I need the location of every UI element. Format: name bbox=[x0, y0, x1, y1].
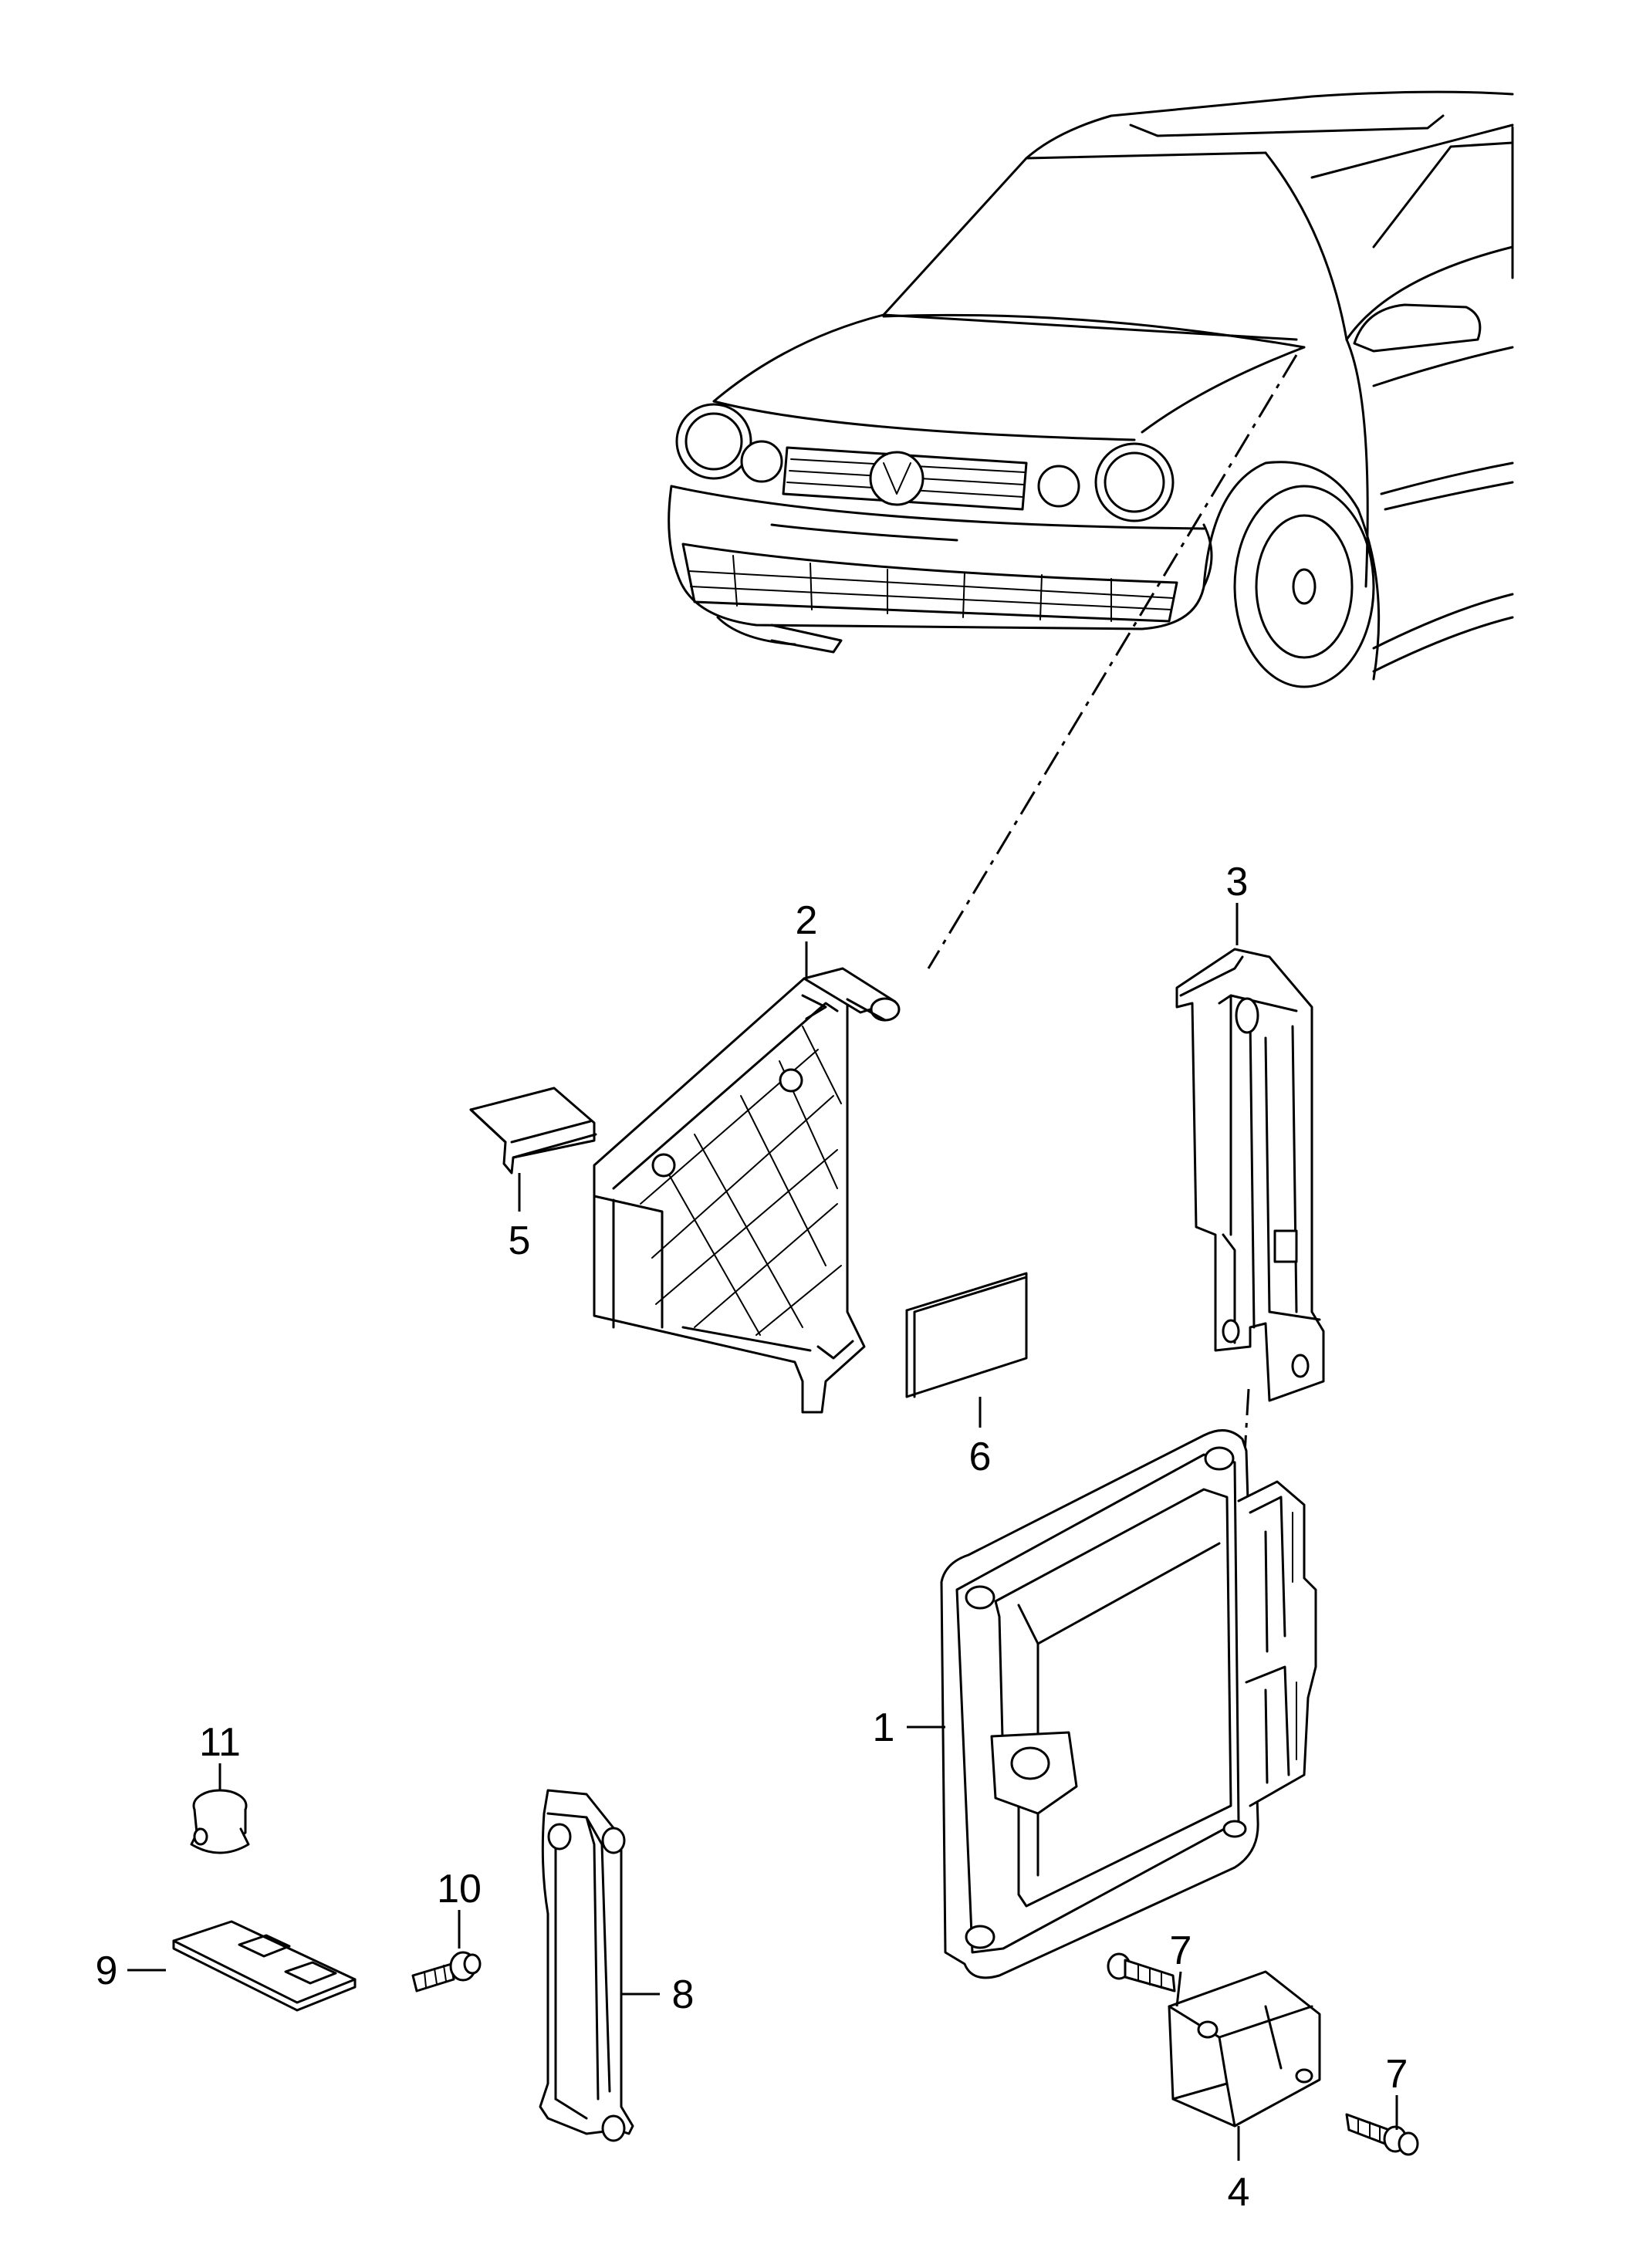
callout-leaders bbox=[127, 903, 1398, 2161]
part-4-holder bbox=[1168, 1970, 1321, 2128]
part-5-clip bbox=[469, 1087, 597, 1175]
callout-8: 8 bbox=[672, 1972, 695, 2017]
part-10-screw bbox=[411, 1951, 482, 1993]
part-11-clip-nut bbox=[190, 1789, 250, 1854]
car-illustration bbox=[668, 90, 1514, 688]
part-8-strap bbox=[539, 1789, 634, 2142]
callout-1: 1 bbox=[873, 1705, 895, 1750]
callout-2: 2 bbox=[796, 898, 818, 943]
callout-7-lower: 7 bbox=[1386, 2052, 1408, 2097]
callout-7-upper: 7 bbox=[1170, 1928, 1192, 1973]
callout-3: 3 bbox=[1226, 860, 1249, 904]
part-6-pad bbox=[905, 1272, 1028, 1398]
part-2-bracket bbox=[593, 967, 901, 1414]
callout-5: 5 bbox=[509, 1219, 531, 1263]
callout-11: 11 bbox=[199, 1720, 241, 1765]
callout-10: 10 bbox=[437, 1867, 482, 1911]
part-1-control-unit bbox=[940, 1429, 1317, 1979]
part-3-mounting-plate bbox=[1175, 948, 1325, 1402]
part-7-bolt-upper bbox=[1107, 1952, 1176, 1993]
part-7-bolt-lower bbox=[1345, 2113, 1419, 2156]
part-9-cover-plate bbox=[172, 1920, 357, 2012]
callout-9: 9 bbox=[96, 1949, 118, 1993]
callout-6: 6 bbox=[969, 1435, 992, 1479]
callout-labels: 1 2 3 4 5 6 7 7 8 9 10 11 bbox=[96, 860, 1408, 2215]
callout-4: 4 bbox=[1228, 2170, 1250, 2215]
